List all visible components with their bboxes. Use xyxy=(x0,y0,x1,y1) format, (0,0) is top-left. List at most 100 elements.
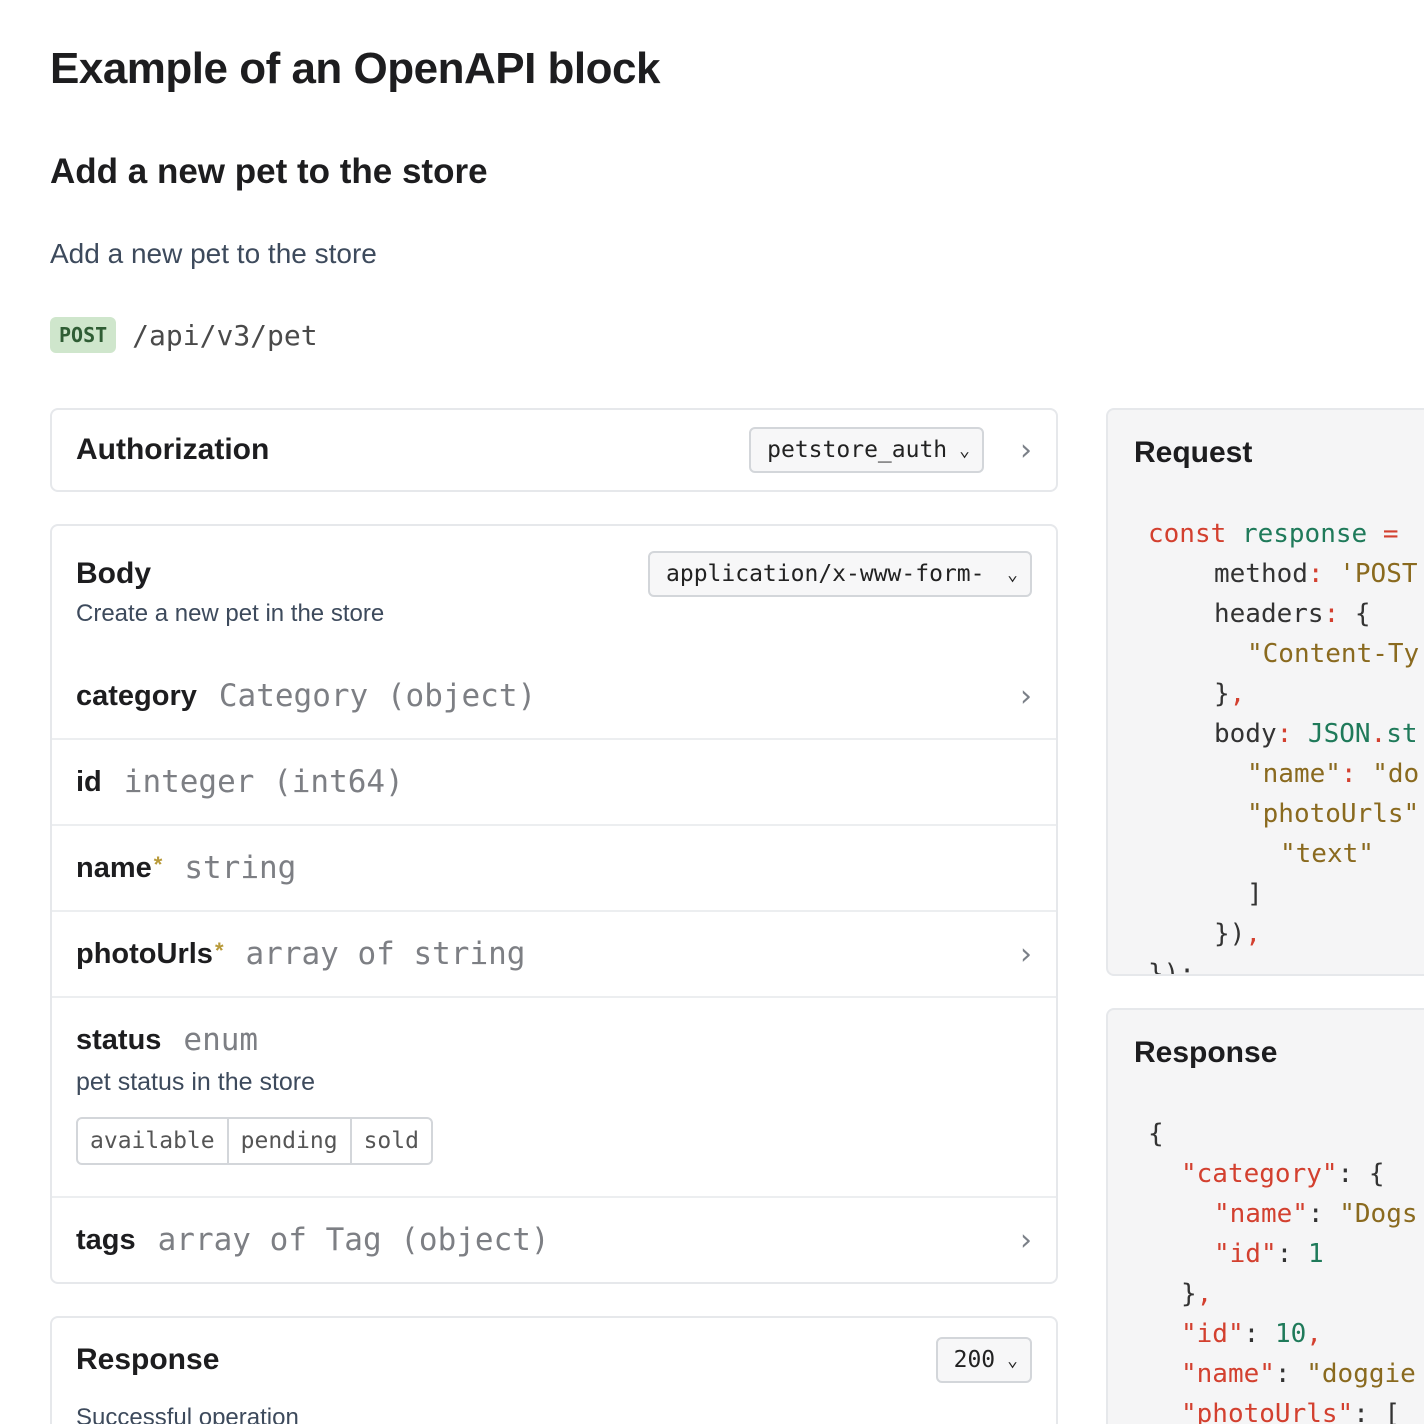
code-token: : xyxy=(1276,1239,1308,1269)
code-line: headers: { xyxy=(1148,594,1419,634)
chevron-right-icon[interactable]: › xyxy=(1020,936,1032,972)
code-line: "name": "Dogs xyxy=(1148,1194,1418,1234)
status-code-select[interactable]: 200 ⌄ xyxy=(935,1337,1032,1383)
endpoint-path: /api/v3/pet xyxy=(132,318,318,352)
enum-values: available pending sold xyxy=(76,1117,433,1165)
code-token xyxy=(1226,519,1242,549)
code-token: "id" xyxy=(1181,1319,1244,1349)
code-token: { xyxy=(1368,1159,1385,1189)
code-line: "text" xyxy=(1148,834,1419,874)
code-token: } xyxy=(1181,1279,1197,1309)
body-description: Create a new pet in the store xyxy=(76,600,385,627)
code-token: JSON xyxy=(1307,719,1371,749)
property-name: status xyxy=(76,1023,162,1056)
code-token: "photoUrls" xyxy=(1181,1399,1354,1424)
content-type-select[interactable]: application/x-www-form- ⌄ xyxy=(648,551,1032,597)
property-row: name* string xyxy=(52,824,1056,910)
code-token: 'POST xyxy=(1339,559,1418,589)
code-line: "photoUrls": [ xyxy=(1148,1394,1418,1424)
code-token: "name" xyxy=(1214,1199,1308,1229)
code-line: "photoUrls" xyxy=(1148,794,1419,834)
code-token: "name" xyxy=(1181,1359,1275,1389)
property-name: category xyxy=(76,679,197,712)
code-token: : xyxy=(1353,1399,1385,1424)
property-name: id xyxy=(76,765,102,798)
code-line: { xyxy=(1148,1114,1418,1154)
code-line: "Content-Ty xyxy=(1148,634,1419,674)
method-badge: POST xyxy=(50,317,117,353)
endpoint: POST /api/v3/pet xyxy=(50,317,318,353)
request-panel-title: Request xyxy=(1134,436,1253,469)
code-line: method: 'POST xyxy=(1148,554,1419,594)
status-code-value: 200 xyxy=(953,1347,996,1373)
code-token: response xyxy=(1241,519,1368,549)
enum-option: sold xyxy=(349,1119,431,1163)
property-name: tags xyxy=(76,1223,136,1256)
property-name: name* xyxy=(76,851,163,884)
property-row: id integer (int64) xyxy=(52,738,1056,824)
code-token: { xyxy=(1354,599,1371,629)
response-description: Successful operation xyxy=(76,1404,299,1424)
property-type: enum xyxy=(183,1022,259,1058)
code-line: "id": 1 xyxy=(1148,1234,1418,1274)
code-token: : xyxy=(1337,1159,1369,1189)
code-line: }, xyxy=(1148,1274,1418,1314)
chevron-right-icon[interactable]: › xyxy=(1020,1222,1032,1258)
code-token: "Dogs xyxy=(1339,1199,1418,1229)
code-line: ] xyxy=(1148,874,1419,914)
authorization-select[interactable]: petstore_auth ⌄ xyxy=(749,427,984,473)
response-card: Response 200 ⌄ Successful operation xyxy=(50,1316,1058,1424)
chevron-down-icon: ⌄ xyxy=(1007,1349,1018,1371)
code-line: }); xyxy=(1148,954,1419,974)
response-code-block: {"category": {"name": "Dogs"id": 1},"id"… xyxy=(1148,1114,1418,1424)
response-title: Response xyxy=(76,1343,220,1376)
authorization-title: Authorization xyxy=(76,433,270,466)
body-title: Body xyxy=(76,557,151,590)
code-token: "doggie xyxy=(1306,1359,1416,1389)
code-token: : xyxy=(1274,1359,1307,1389)
code-line: "name": "doggie xyxy=(1148,1354,1418,1394)
chevron-down-icon: ⌄ xyxy=(1007,563,1018,585)
code-line: "category": { xyxy=(1148,1154,1418,1194)
authorization-select-value: petstore_auth xyxy=(767,437,948,463)
code-line: body: JSON.st xyxy=(1148,714,1419,754)
operation-description: Add a new pet to the store xyxy=(50,238,377,269)
required-marker: * xyxy=(214,937,224,963)
code-token: { xyxy=(1148,1119,1164,1149)
code-token: : xyxy=(1243,1319,1275,1349)
chevron-right-icon[interactable]: › xyxy=(1020,432,1032,468)
body-card: Body application/x-www-form- ⌄ Create a … xyxy=(50,524,1058,1284)
property-type: Category (object) xyxy=(218,678,537,714)
code-token: , xyxy=(1196,1279,1213,1309)
response-panel: Response {"category": {"name": "Dogs"id"… xyxy=(1106,1008,1424,1424)
code-token: headers xyxy=(1214,599,1324,629)
code-line: "id": 10, xyxy=(1148,1314,1418,1354)
code-token: : xyxy=(1340,759,1373,789)
content-type-value: application/x-www-form- xyxy=(666,561,985,587)
enum-option: available xyxy=(90,1128,215,1154)
code-line: }), xyxy=(1148,914,1419,954)
property-row[interactable]: tags array of Tag (object) › xyxy=(52,1196,1056,1282)
code-token: body xyxy=(1214,719,1277,749)
property-description: pet status in the store xyxy=(76,1068,316,1096)
chevron-right-icon[interactable]: › xyxy=(1020,678,1032,714)
property-row[interactable]: photoUrls* array of string › xyxy=(52,910,1056,996)
code-token: , xyxy=(1306,1319,1322,1349)
code-token: , xyxy=(1245,919,1261,949)
code-token: . xyxy=(1370,719,1387,749)
property-row[interactable]: category Category (object) › xyxy=(52,654,1056,738)
code-token: 10 xyxy=(1274,1319,1307,1349)
code-token: "do xyxy=(1372,759,1420,789)
code-token: } xyxy=(1214,679,1230,709)
code-line: "name": "do xyxy=(1148,754,1419,794)
property-type: string xyxy=(184,850,297,886)
code-token: : xyxy=(1276,719,1308,749)
code-token: "Content-Ty xyxy=(1247,639,1420,669)
response-panel-title: Response xyxy=(1134,1036,1278,1069)
page-title: Example of an OpenAPI block xyxy=(50,44,660,93)
code-token: : xyxy=(1323,599,1355,629)
code-token: : xyxy=(1307,1199,1340,1229)
code-token: "text" xyxy=(1280,839,1374,869)
code-token: "photoUrls" xyxy=(1247,799,1420,829)
enum-option: pending xyxy=(226,1119,350,1163)
